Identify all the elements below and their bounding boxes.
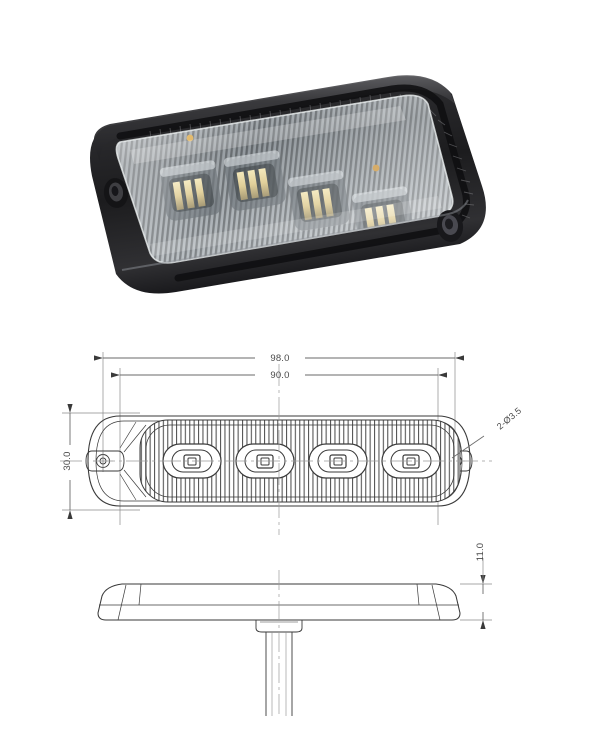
- product-photo-container: [0, 0, 600, 320]
- dimensional-drawing: 98.0 90.0 30.0 2-Ø3.5 11.0: [60, 352, 523, 718]
- engineering-drawing-container: 98.0 90.0 30.0 2-Ø3.5 11.0: [0, 320, 600, 750]
- dimension-overall-width: 98.0: [270, 353, 289, 364]
- dimension-hole-callout: 2-Ø3.5: [495, 405, 523, 431]
- dimension-height: 30.0: [62, 451, 73, 470]
- led-strobe-light-photo: [90, 75, 486, 294]
- dimension-thickness: 11.0: [475, 543, 486, 562]
- dimension-mounting-width: 90.0: [270, 370, 289, 381]
- side-view-group: [97, 558, 492, 718]
- top-view-group: [60, 352, 492, 535]
- right-mounting-boss: [436, 210, 464, 242]
- cable-gland: [255, 619, 303, 633]
- cable: [265, 632, 293, 716]
- left-mounting-boss: [103, 178, 129, 208]
